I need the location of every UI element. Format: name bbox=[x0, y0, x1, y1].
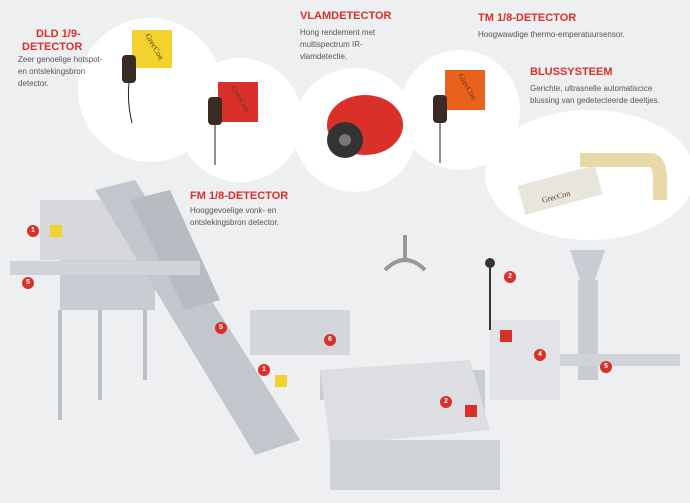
vlam-label: VLAMDETECTOR Hong rendement met multispe… bbox=[300, 10, 391, 63]
tm-desc: Hoogwawdige thermo-emperatuursensor. bbox=[478, 30, 625, 39]
dld-label: DLD 1/9- DETECTOR Zeer genoelige hotspot… bbox=[18, 28, 113, 90]
dld-title-2: DETECTOR bbox=[22, 41, 83, 53]
marker-1: 1 bbox=[27, 225, 39, 237]
marker-2: 2 bbox=[440, 396, 452, 408]
fm-title: FM 1/8-DETECTOR bbox=[190, 190, 289, 202]
bluss-title: BLUSSYSTEEM bbox=[530, 66, 613, 78]
vlam-desc: Hong rendement met multispectrum IR-vlam… bbox=[300, 28, 376, 61]
marker-4: 4 bbox=[534, 349, 546, 361]
marker-5: 5 bbox=[22, 277, 34, 289]
shredder-machine bbox=[320, 360, 490, 445]
grabber bbox=[383, 235, 427, 272]
marker-1: 1 bbox=[258, 364, 270, 376]
fm-desc: Hooggevoelige vonk- en ontslekingsbron d… bbox=[190, 206, 279, 227]
container bbox=[250, 310, 350, 355]
vlam-title: VLAMDETECTOR bbox=[300, 10, 392, 22]
marker-2: 2 bbox=[504, 271, 516, 283]
bluss-label: BLUSSYSTEEM Gerichte, ultrasnelle automa… bbox=[530, 66, 670, 107]
tm-detector-icon bbox=[445, 70, 485, 110]
extinguish-system-icon bbox=[517, 165, 603, 215]
dld-desc: Zeer genoelige hotspot- en ontslekingsbr… bbox=[18, 55, 103, 88]
bluss-desc: Gerichte, ultrasnelle automatiscice blus… bbox=[530, 84, 660, 105]
marker-6: 6 bbox=[324, 334, 336, 346]
tm-title: TM 1/8-DETECTOR bbox=[478, 12, 577, 24]
conveyor-belt bbox=[95, 180, 300, 455]
marker-5: 5 bbox=[215, 322, 227, 334]
dld-detector-icon bbox=[132, 30, 172, 68]
marker-5: 5 bbox=[600, 361, 612, 373]
fm-detector-icon bbox=[218, 82, 258, 122]
tm-label: TM 1/8-DETECTOR Hoogwawdige thermo-emper… bbox=[478, 12, 648, 41]
fm-label: FM 1/8-DETECTOR Hooggevoelige vonk- en o… bbox=[190, 190, 295, 229]
dld-title: DLD 1/9- bbox=[36, 28, 81, 40]
